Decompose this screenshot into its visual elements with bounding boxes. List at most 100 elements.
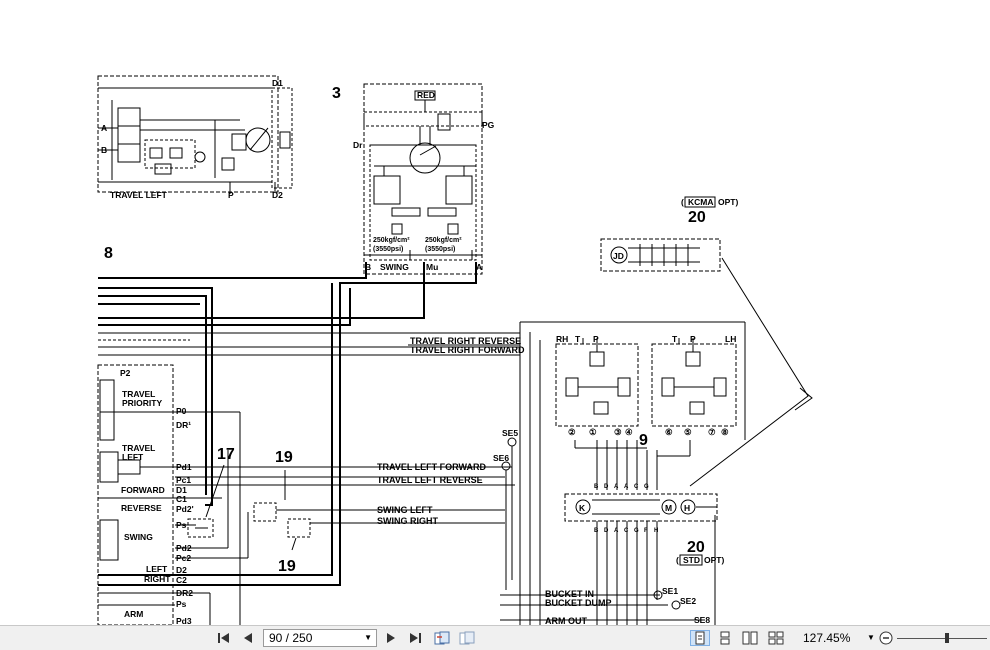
label-port-a2: A [624,484,629,490]
callout-8: 8 [104,245,113,262]
label-port-c2: C [624,528,629,534]
label-pressure-1b: (3550psi) [373,246,403,253]
zoom-level[interactable]: 127.45% [803,631,851,645]
label-std: STD [683,555,700,565]
label-port-d2: D [604,528,609,534]
label-d2: D2 [272,190,283,200]
page-number-select[interactable]: 90 / 250 ▼ [263,629,377,647]
label-port-3: ③ [614,427,622,437]
label-d1: D1 [272,78,283,88]
label-arm: ARM [124,609,143,619]
label-se8: SE8 [694,615,710,625]
label-b-left: B [101,145,107,155]
label-travel-left-1: TRAVEL [122,443,155,453]
label-t2: T [672,334,678,344]
label-port-2: ② [568,427,576,437]
page-number-value: 90 / 250 [269,631,313,645]
label-swing-left: SWING LEFT [377,505,433,515]
label-travel-left-reverse: TRAVEL LEFT REVERSE [377,475,483,485]
last-page-icon [410,633,421,643]
label-bucket-dump: BUCKET DUMP [545,598,612,608]
label-se1: SE1 [662,586,678,596]
zoom-out-button[interactable] [878,630,894,646]
callout-9: 9 [639,432,648,449]
label-t1: T [575,334,581,344]
extract-pages-button[interactable] [433,630,451,646]
label-pd2p: Pd2' [176,504,194,514]
continuous-facing-icon [768,631,784,645]
label-dr2: DR2 [176,588,193,598]
label-p1: P [593,334,599,344]
facing-view-button[interactable] [740,630,760,646]
label-mu: Mu [426,262,438,272]
zoom-slider-handle[interactable] [945,633,949,643]
label-port-b1: B [594,484,599,490]
label-arm-out: ARM OUT [545,616,587,625]
label-m: M [665,503,672,513]
label-pd1: Pd1 [176,462,192,472]
callout-17: 17 [217,446,235,463]
label-pc2: Pc2 [176,553,191,563]
label-reverse: REVERSE [121,503,162,513]
label-right: RIGHT [144,574,171,584]
previous-page-button[interactable] [240,630,256,646]
zoom-dropdown-icon[interactable]: ▼ [867,633,875,642]
zoom-slider-track[interactable] [897,638,987,639]
next-page-button[interactable] [383,630,399,646]
label-p2: P [690,334,696,344]
label-swing-valve: SWING [124,532,153,542]
label-red: RED [417,90,435,100]
label-port-g2: G [634,528,639,534]
chevron-down-icon: ▼ [364,633,372,642]
label-travel-left-motor: TRAVEL LEFT [110,190,168,200]
first-page-button[interactable] [216,630,232,646]
continuous-page-icon [720,631,730,645]
label-kcma: KCMA [688,197,714,207]
label-port-b2: B [594,528,599,534]
label-a-left: A [101,123,107,133]
previous-page-icon [244,633,252,643]
rh-pedal-valve [555,343,639,427]
label-se2: SE2 [680,596,696,606]
single-page-view-button[interactable] [690,630,710,646]
label-paren-std: ( [676,555,679,565]
label-swing-right: SWING RIGHT [377,516,438,526]
label-c2: C2 [176,575,187,585]
insert-pages-button[interactable] [458,630,476,646]
label-c1: C1 [176,494,187,504]
label-port-a1: A [614,484,619,490]
pages-import-icon [459,631,475,645]
label-port-7: ⑦ [708,427,716,437]
label-dr: Dr [353,140,363,150]
label-pd2: Pd2 [176,543,192,553]
label-swing-motor: SWING [380,262,409,272]
continuous-view-button[interactable] [716,630,734,646]
label-jd: JD [613,251,624,261]
callout-3: 3 [332,85,341,102]
label-a-swing: A [476,262,482,272]
main-control-valve-box [97,364,174,625]
label-d1-valve: D1 [176,485,187,495]
label-paren-kcma: ( [681,197,684,207]
label-ps: Ps [176,520,187,530]
label-pressure-2: 250kgf/cm² [425,237,462,244]
continuous-facing-view-button[interactable] [766,630,786,646]
label-k: K [579,503,586,513]
label-port-1: ① [589,427,597,437]
viewer-toolbar: 90 / 250 ▼ 127.45% ▼ [0,625,990,650]
label-port-f1: F [644,528,648,534]
label-travel-priority-1: TRAVEL [122,389,155,399]
label-port-4: ④ [625,427,633,437]
label-port-g1: G [644,484,649,490]
last-page-button[interactable] [407,630,423,646]
pressure-switch-block-std [564,493,718,522]
document-viewport[interactable]: 3 RED P G Dr D1 D2 A B P TRAVEL LEFT 8 25… [0,0,990,625]
label-pressure-1: 250kgf/cm² [373,237,410,244]
travel-left-motor-box [97,75,279,193]
hydraulic-schematic: 3 RED P G Dr D1 D2 A B P TRAVEL LEFT 8 25… [97,75,813,625]
label-travel-left-forward: TRAVEL LEFT FORWARD [377,462,486,472]
label-kcma-opt: OPT) [718,197,738,207]
callout-20-bottom: 20 [687,539,705,556]
label-port-d1: D [604,484,609,490]
label-p-left: P [228,190,234,200]
